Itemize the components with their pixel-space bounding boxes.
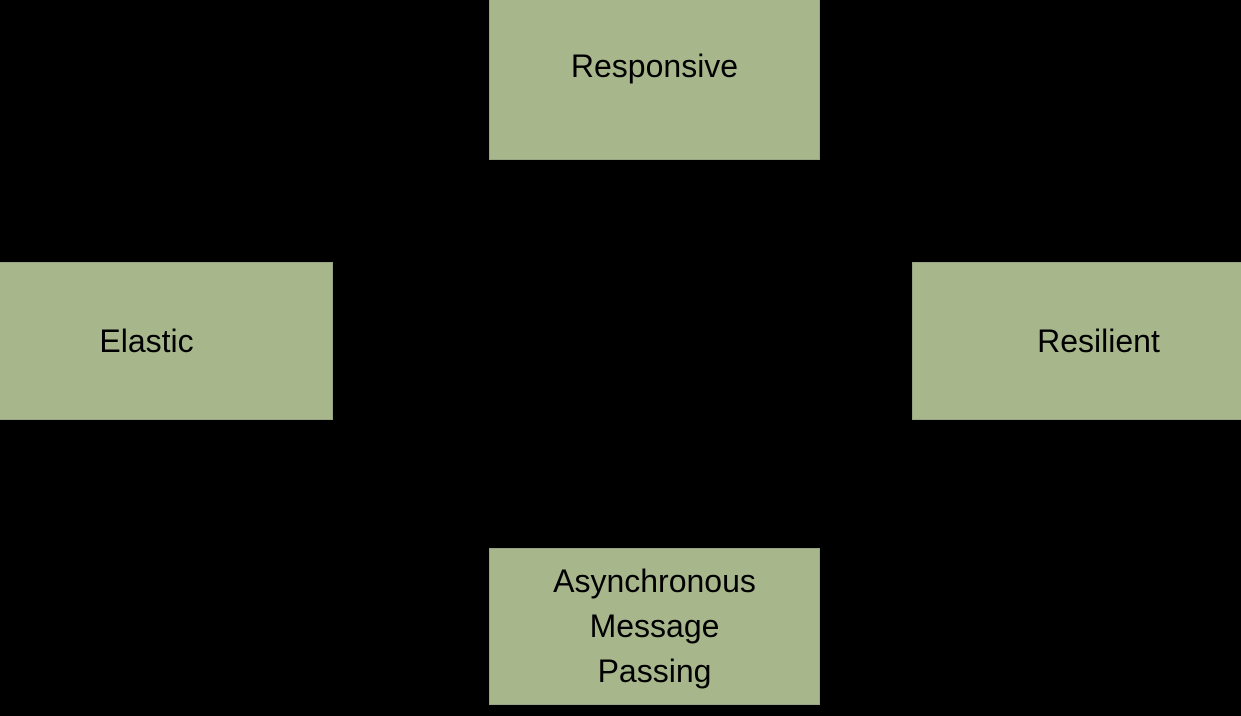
arrowhead-into-responsive-left — [481, 75, 489, 87]
arrowhead-into-async-left — [481, 621, 489, 633]
node-elastic-label: Elastic — [99, 322, 194, 359]
connector-elastic-to-responsive-horizontal — [165, 80, 489, 82]
arrowhead-into-resilient-left — [904, 335, 912, 347]
connector-async-to-elastic-horizontal — [333, 626, 490, 628]
connector-elastic-to-responsive-vertical — [165, 80, 167, 262]
connector-async-to-resilient-vertical — [910, 340, 912, 628]
node-responsive-label: Responsive — [570, 47, 739, 84]
connector-async-to-resilient-horizontal — [820, 626, 912, 628]
arrowhead-into-resilient-top — [1071, 254, 1083, 262]
connector-async-to-elastic-vertical — [333, 340, 335, 628]
node-responsive[interactable]: Responsive — [489, 0, 820, 160]
arrowhead-into-elastic-top — [159, 254, 171, 262]
node-asynchronous-message-passing[interactable]: Asynchronous Message Passing — [489, 548, 820, 705]
node-resilient-label: Resilient — [1037, 322, 1160, 359]
connector-resilient-to-responsive-horizontal — [820, 80, 1079, 82]
node-resilient[interactable]: Resilient — [912, 262, 1241, 420]
node-asynchronous-message-passing-label: Asynchronous Message Passing — [553, 563, 756, 689]
connector-resilient-to-responsive-vertical — [1077, 80, 1079, 262]
node-elastic[interactable]: Elastic — [0, 262, 333, 420]
